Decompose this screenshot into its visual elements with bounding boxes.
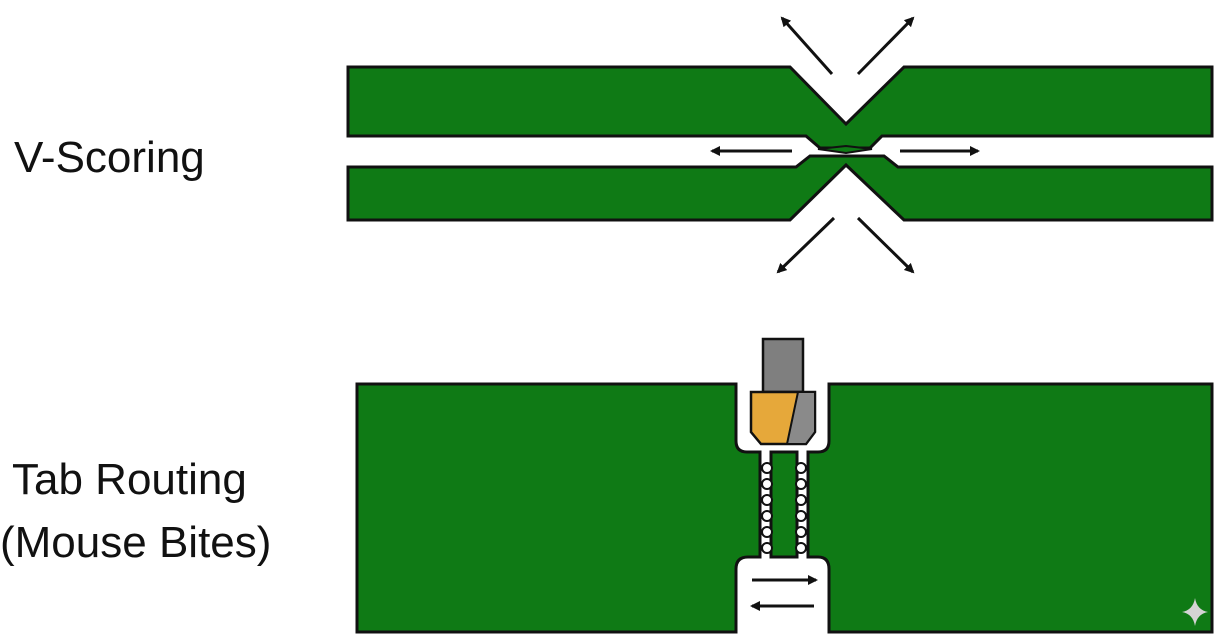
v-scoring-label: V-Scoring [14,133,205,182]
arrow-icon [780,16,834,75]
lower-board [346,154,1214,222]
sparkle-icon [1182,598,1208,626]
breakaway-tab [769,450,799,559]
router-bit-icon [749,337,817,446]
arrow-icon [856,216,915,274]
tab-routing-label: Tab Routing [12,455,247,504]
upper-board [346,65,1214,150]
arrow-icon [776,216,836,274]
tab-routing-diagram [355,337,1214,634]
right-board [806,382,1214,634]
v-scoring-diagram [346,16,1214,274]
mouse-bites-label: (Mouse Bites) [0,518,272,567]
arrow-icon [856,16,915,76]
mouse-bite-holes [761,462,807,554]
left-board [355,382,762,634]
v-score-web [817,144,873,155]
